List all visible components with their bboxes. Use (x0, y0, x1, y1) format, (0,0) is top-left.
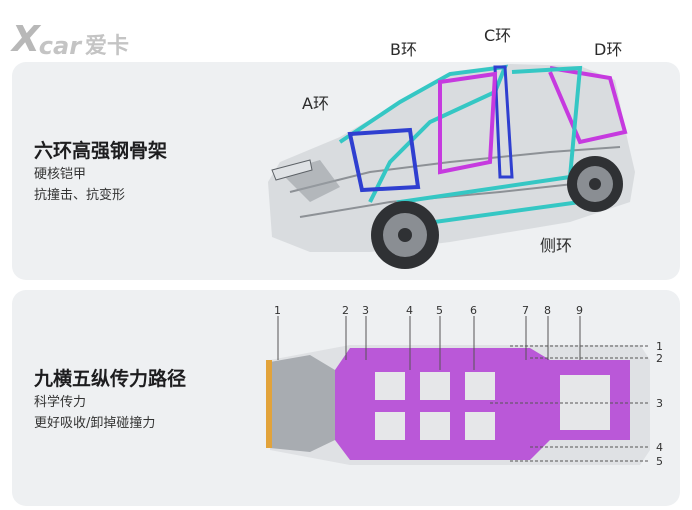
cross-member-number: 4 (406, 304, 413, 317)
bottom-sub-1: 科学传力 (34, 395, 87, 410)
cross-member-number: 6 (470, 304, 477, 317)
a-ring (338, 64, 509, 203)
top-heading: 六环高强钢骨架 (34, 140, 168, 162)
car-body-illustration (268, 64, 635, 269)
ring-label-a: A环 (302, 94, 329, 113)
logo-cn: 爱卡 (85, 34, 130, 59)
chassis-frame-illustration: 1 2 3 4 5 6 7 8 9 1 2 3 4 5 (266, 304, 663, 468)
longitudinal-number: 4 (656, 441, 663, 454)
logo-car: car (38, 32, 82, 60)
cross-member-number: 2 (342, 304, 349, 317)
cross-member-number: 3 (362, 304, 369, 317)
bottom-sub-2: 更好吸收/卸掉碰撞力 (34, 416, 156, 431)
ring-label-side: 侧环 (540, 236, 573, 255)
cross-member-numbers: 1 2 3 4 5 6 7 8 9 (274, 304, 583, 317)
ring-label-c: C环 (484, 26, 512, 45)
cross-member-number: 1 (274, 304, 281, 317)
b-ring (347, 127, 421, 193)
ring-label-b: B环 (390, 40, 417, 59)
cross-member-number: 9 (576, 304, 583, 317)
logo-x: X (12, 19, 40, 60)
cross-member-number: 5 (436, 304, 443, 317)
xcar-logo: X car 爱卡 (12, 19, 130, 60)
ring-label-d: D环 (594, 40, 623, 59)
cross-member-number: 7 (522, 304, 529, 317)
c-ring (438, 71, 498, 175)
longitudinal-number: 1 (656, 340, 663, 353)
frame-longitudinals (335, 348, 630, 460)
top-sub-1: 硬核铠甲 (34, 167, 87, 182)
longitudinal-number: 2 (656, 352, 663, 365)
rear-wheel (567, 156, 623, 212)
cross-member-number: 8 (544, 304, 551, 317)
top-sub-2: 抗撞击、抗变形 (34, 188, 126, 203)
longitudinal-number: 3 (656, 397, 663, 410)
d-ring (548, 66, 628, 145)
longitudinal-numbers: 1 2 3 4 5 (656, 340, 663, 468)
bottom-heading: 九横五纵传力路径 (34, 368, 187, 390)
car-silhouette (268, 64, 635, 252)
longitudinal-number: 5 (656, 455, 663, 468)
front-wheel (371, 201, 439, 269)
